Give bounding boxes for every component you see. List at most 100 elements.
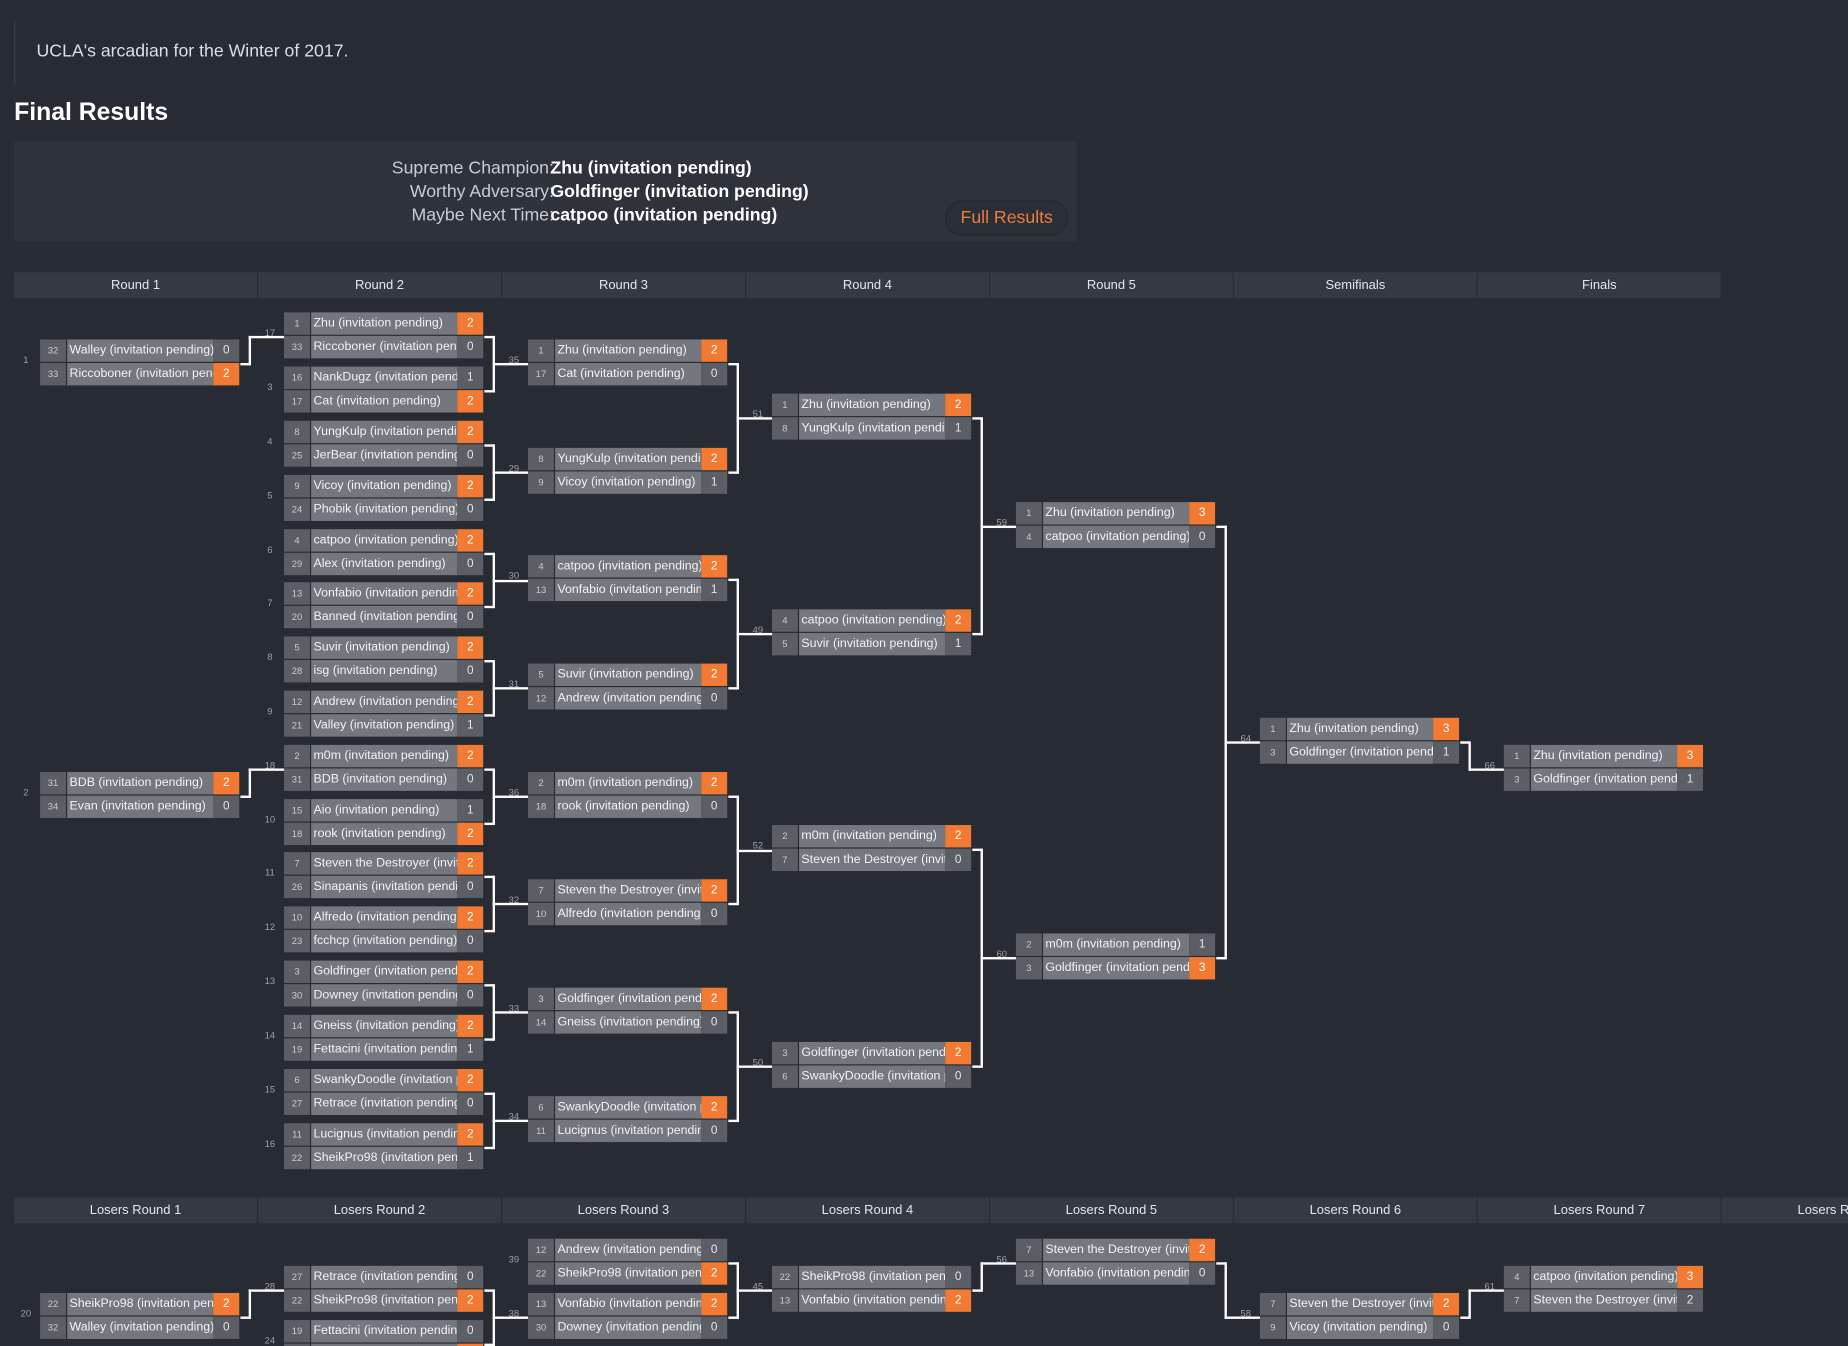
player-name[interactable]: Goldfinger (invitation pending) <box>799 1041 946 1065</box>
player-name[interactable]: Vonfabio (invitation pending) <box>799 1289 946 1312</box>
player-name[interactable]: BDB (invitation pending) <box>311 768 458 791</box>
player-name[interactable]: Goldfinger (invitation pending) <box>1530 768 1678 791</box>
player-name[interactable]: rook (invitation pending) <box>555 795 702 818</box>
player-name[interactable]: Riccoboner (invitation pending) <box>311 335 458 359</box>
player-name[interactable]: Zhu (invitation pending) <box>555 339 702 362</box>
player-name[interactable]: SheikPro98 (invitation pending) <box>311 1289 458 1312</box>
player-name[interactable]: m0m (invitation pending) <box>555 772 702 795</box>
player-name[interactable]: Walley (invitation pending) <box>67 339 214 362</box>
player-name[interactable]: Lucignus (invitation pending) <box>555 1119 702 1143</box>
player-name[interactable]: Goldfinger (invitation pending) <box>311 960 458 983</box>
player-name[interactable]: Evan (invitation pending) <box>67 795 214 818</box>
player-name[interactable]: SheikPro98 (invitation pending) <box>67 1292 214 1316</box>
player-name[interactable]: fcchcp (invitation pending) <box>311 929 458 953</box>
player-name[interactable]: Gneiss (invitation pending) <box>555 1011 702 1034</box>
player-name[interactable]: rook (invitation pending) <box>311 822 458 846</box>
player-name[interactable]: Suvir (invitation pending) <box>799 632 946 656</box>
player-name[interactable]: m0m (invitation pending) <box>799 825 946 848</box>
player-name[interactable]: Fettacini (invitation pending) <box>311 1320 458 1343</box>
player-name[interactable]: Steven the Destroyer (invitation pending… <box>1530 1289 1678 1312</box>
player-name[interactable] <box>311 1343 458 1346</box>
player-name[interactable]: SheikPro98 (invitation pending) <box>799 1265 946 1289</box>
player-name[interactable]: Vonfabio (invitation pending) <box>1043 1262 1190 1285</box>
player-name[interactable]: Steven the Destroyer (invitation pending… <box>1043 1238 1190 1262</box>
player-name[interactable]: Vicoy (invitation pending) <box>311 474 458 498</box>
player-name[interactable]: Goldfinger (invitation pending) <box>555 987 702 1011</box>
player-name[interactable]: Suvir (invitation pending) <box>555 663 702 686</box>
player-name[interactable]: Steven the Destroyer (invitation pending… <box>799 848 946 872</box>
player-name[interactable]: SheikPro98 (invitation pending) <box>311 1146 458 1170</box>
player-name[interactable]: Aio (invitation pending) <box>311 799 458 822</box>
player-name[interactable]: YungKulp (invitation pending) <box>799 417 946 440</box>
player-name[interactable]: YungKulp (invitation pending) <box>311 420 458 444</box>
player-name[interactable]: Lucignus (invitation pending) <box>311 1123 458 1146</box>
player-name[interactable]: Cat (invitation pending) <box>311 390 458 413</box>
player-name[interactable]: Downey (invitation pending) <box>555 1316 702 1339</box>
player-name[interactable]: BDB (invitation pending) <box>67 772 214 795</box>
full-results-button[interactable]: Full Results <box>945 200 1069 236</box>
player-name[interactable]: Zhu (invitation pending) <box>311 312 458 335</box>
player-name[interactable]: Zhu (invitation pending) <box>1530 744 1678 768</box>
player-name[interactable]: Andrew (invitation pending) <box>555 687 702 710</box>
